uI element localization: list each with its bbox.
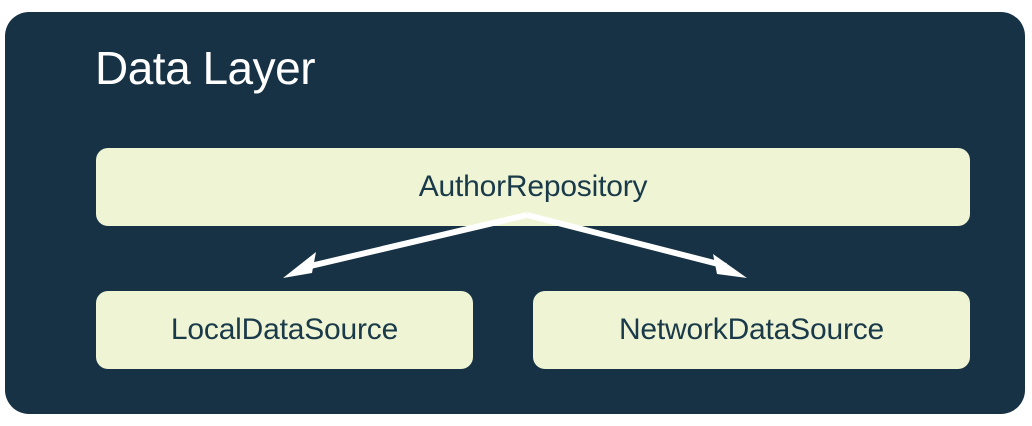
node-local-data-source[interactable]: LocalDataSource — [96, 291, 473, 369]
data-layer-panel: Data Layer AuthorRepository LocalDataSou… — [5, 12, 1025, 414]
node-label-network-data-source: NetworkDataSource — [618, 313, 885, 346]
node-network-data-source[interactable]: NetworkDataSource — [533, 291, 970, 369]
layer-title: Data Layer — [95, 42, 316, 94]
node-label-author-repository: AuthorRepository — [418, 170, 648, 203]
node-label-local-data-source: LocalDataSource — [170, 313, 399, 346]
node-author-repository[interactable]: AuthorRepository — [96, 148, 970, 226]
